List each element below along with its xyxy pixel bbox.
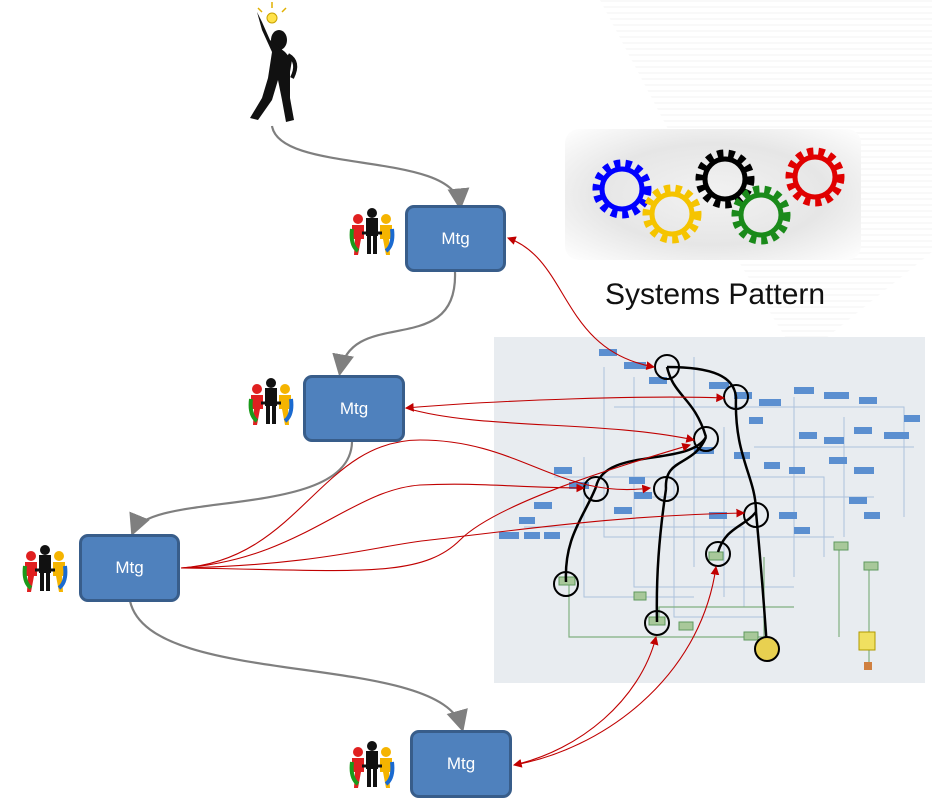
- gears-icon: [592, 147, 845, 245]
- team-people-icon: [349, 208, 395, 255]
- meeting-box-2[interactable]: Mtg: [303, 375, 405, 442]
- meeting-box-1[interactable]: Mtg: [405, 205, 506, 272]
- team-people-icon: [248, 378, 294, 425]
- idea-person-icon: [250, 2, 298, 122]
- meeting-box-4[interactable]: Mtg: [410, 730, 512, 798]
- meeting-box-3[interactable]: Mtg: [79, 534, 180, 602]
- team-people-icon: [349, 741, 395, 788]
- team-people-icon: [22, 545, 68, 592]
